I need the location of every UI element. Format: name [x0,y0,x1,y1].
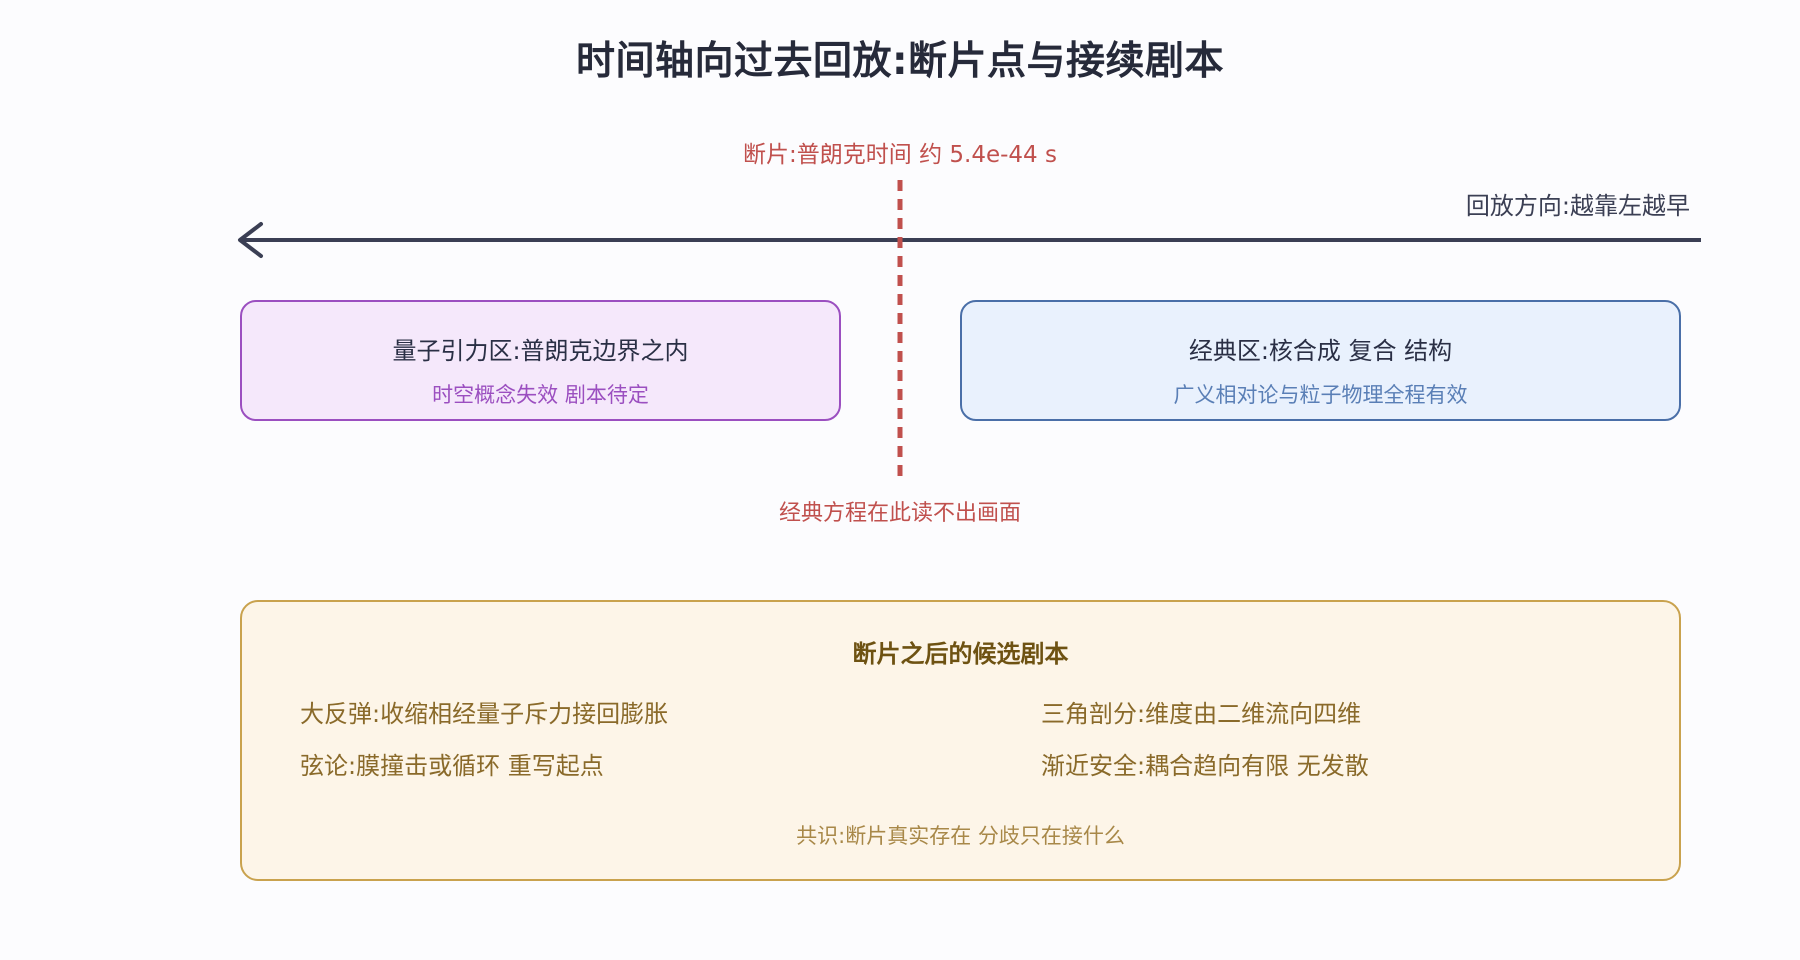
classical-zone: 经典区:核合成 复合 结构 广义相对论与粒子物理全程有效 [960,300,1681,421]
classical-zone-title: 经典区:核合成 复合 结构 [1188,337,1453,365]
quantum-zone-title: 量子引力区:普朗克边界之内 [392,337,689,365]
candidate-scripts-box: 断片之后的候选剧本 大反弹:收缩相经量子斥力接回膨胀 弦论:膜撞击或循环 重写起… [240,600,1681,881]
direction-label: 回放方向:越靠左越早 [1465,192,1690,220]
script-item-big-bounce: 大反弹:收缩相经量子斥力接回膨胀 [300,700,669,728]
time-axis-arrowhead [238,222,263,258]
classical-zone-subtitle: 广义相对论与粒子物理全程有效 [1173,383,1468,407]
script-item-asymptotic-safety: 渐近安全:耦合趋向有限 无发散 [1041,752,1369,780]
quantum-gravity-zone: 量子引力区:普朗克边界之内 时空概念失效 剧本待定 [240,300,841,421]
quantum-zone-subtitle: 时空概念失效 剧本待定 [432,383,649,407]
break-note: 经典方程在此读不出画面 [778,501,1021,526]
consensus-note: 共识:断片真实存在 分歧只在接什么 [796,824,1125,848]
diagram-title: 时间轴向过去回放:断片点与接续剧本 [575,39,1225,84]
break-label: 断片:普朗克时间 约 5.4e-44 s [743,142,1057,168]
scripts-title: 断片之后的候选剧本 [852,640,1069,668]
script-item-triangulation: 三角剖分:维度由二维流向四维 [1041,700,1362,728]
script-item-string-theory: 弦论:膜撞击或循环 重写起点 [300,752,604,780]
